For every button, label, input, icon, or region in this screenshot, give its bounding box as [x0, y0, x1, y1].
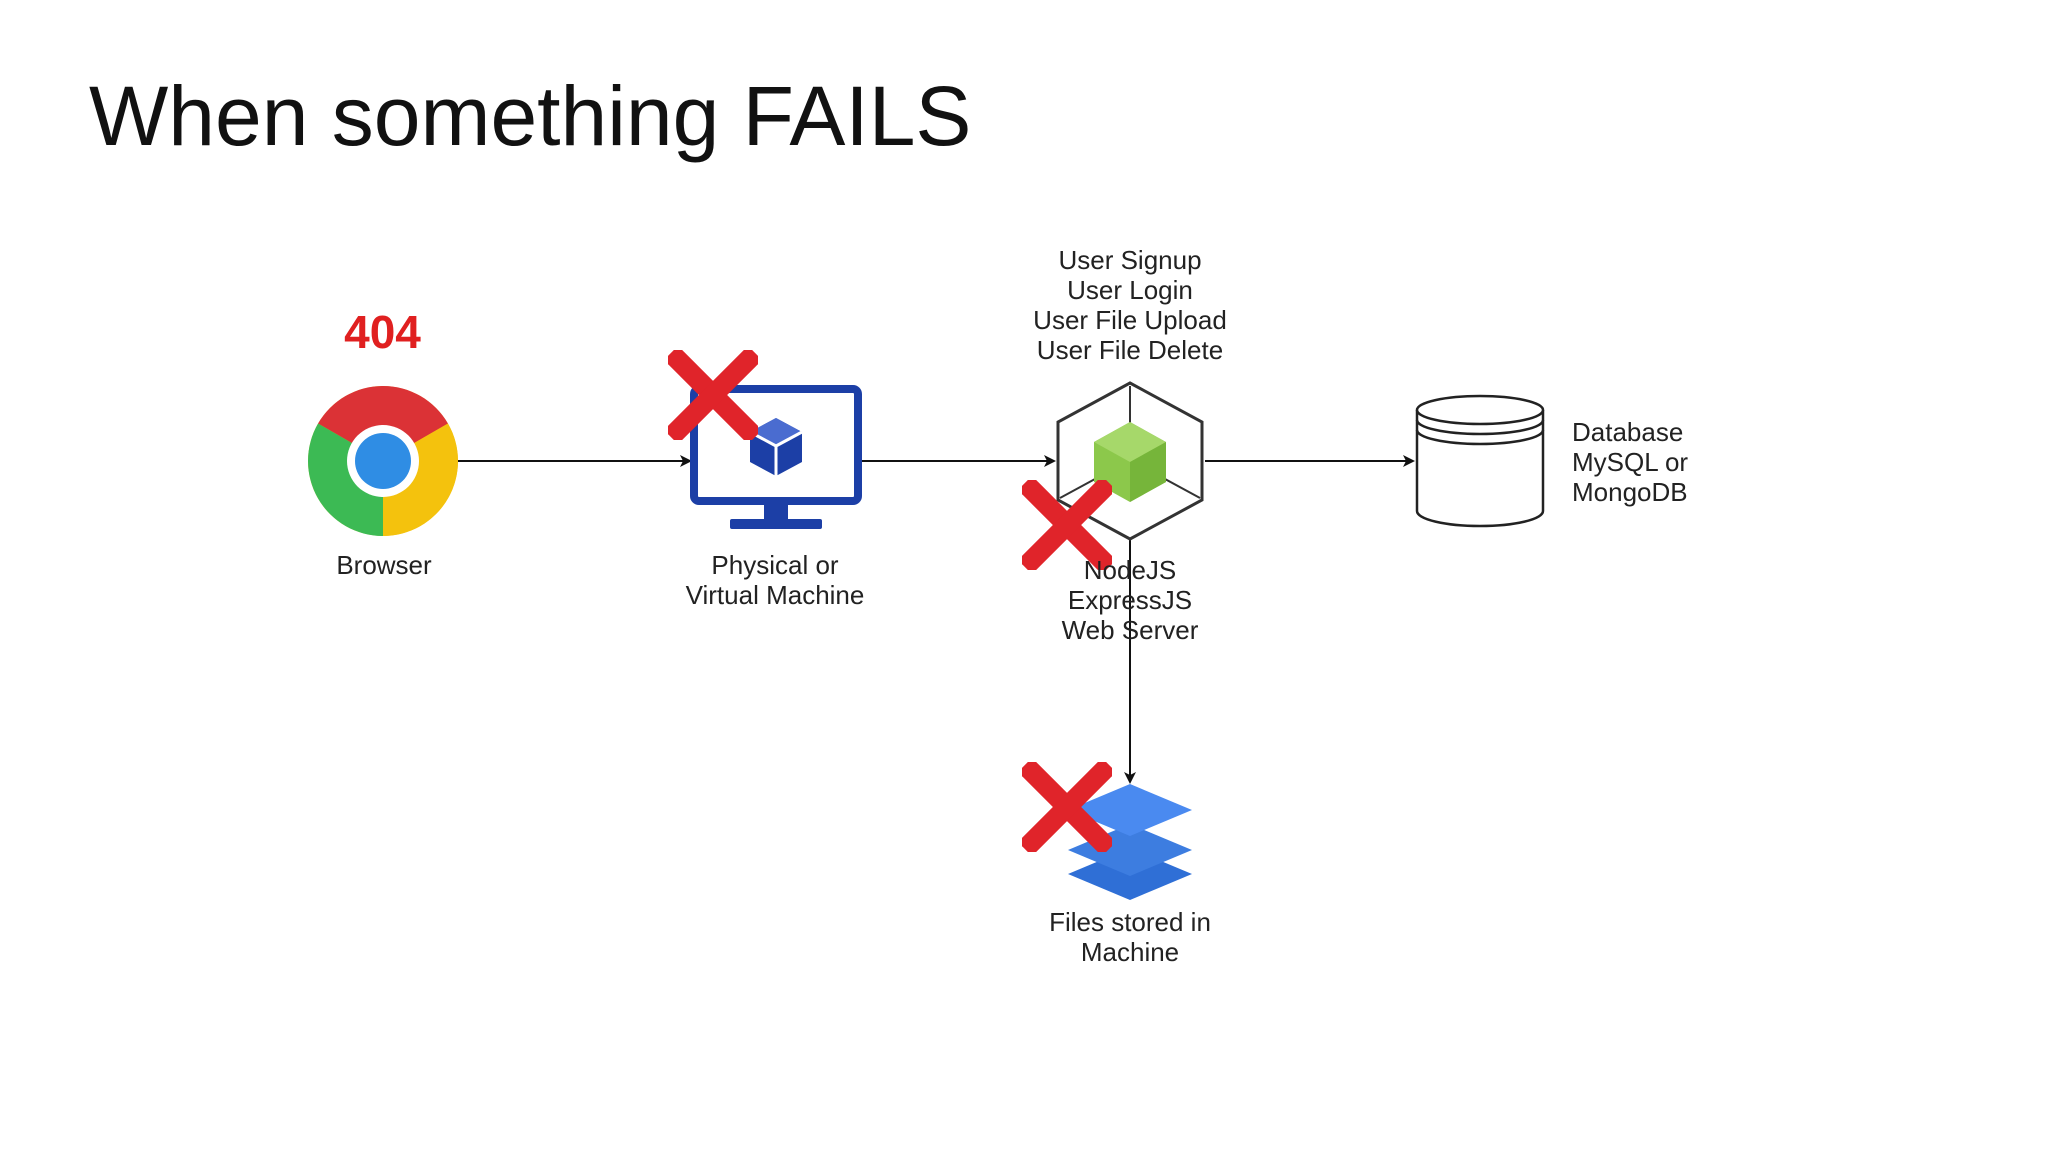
files-label-line2: Machine	[1080, 937, 1180, 967]
database-label: Database MySQL or MongoDB	[1572, 417, 1732, 507]
error-code-badge: 404	[344, 306, 421, 358]
chrome-browser-icon	[308, 386, 458, 536]
machine-failure-x-icon	[668, 350, 758, 440]
browser-label: Browser	[336, 550, 432, 580]
feature-user-file-upload: User File Upload	[1033, 305, 1227, 335]
server-label-line3: Web Server	[1061, 615, 1199, 645]
files-label: Files stored in Machine	[1020, 907, 1240, 967]
files-failure-x-icon	[1022, 762, 1112, 852]
feature-user-login: User Login	[1067, 275, 1193, 305]
slide-title: When something FAILS	[89, 69, 972, 163]
files-label-line1: Files stored in	[1049, 907, 1211, 937]
server-label-line2: ExpressJS	[1067, 585, 1193, 615]
machine-label-line1: Physical or	[711, 550, 839, 580]
machine-label-line2: Virtual Machine	[685, 580, 865, 610]
server-label-line1: NodeJS	[1083, 555, 1177, 585]
database-label-line2: MySQL or	[1572, 447, 1689, 477]
feature-user-signup: User Signup	[1058, 245, 1202, 275]
database-label-line1: Database	[1572, 417, 1684, 447]
database-label-line3: MongoDB	[1572, 477, 1688, 507]
server-label: NodeJS ExpressJS Web Server	[1030, 555, 1230, 645]
machine-label: Physical or Virtual Machine	[660, 550, 890, 610]
server-features-list: User Signup User Login User File Upload …	[1010, 245, 1250, 365]
feature-user-file-delete: User File Delete	[1036, 335, 1224, 365]
layers-storage-icon	[1068, 784, 1192, 900]
database-cylinder-icon	[1415, 394, 1545, 528]
server-failure-x-icon	[1022, 480, 1112, 570]
